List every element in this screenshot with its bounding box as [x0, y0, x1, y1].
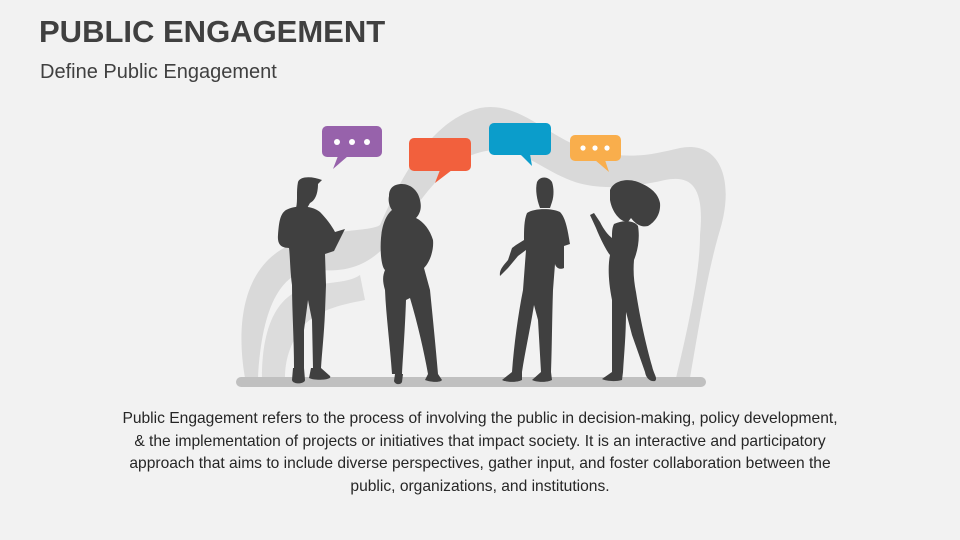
person-man-with-tablet: [277, 177, 345, 384]
dot-icon: [349, 139, 355, 145]
speech-bubble-orange: [409, 138, 471, 183]
person-woman-with-hood: [380, 184, 442, 385]
description-paragraph: Public Engagement refers to the process …: [122, 410, 838, 495]
slide-title: PUBLIC ENGAGEMENT: [39, 14, 386, 49]
speech-bubble-purple: [322, 126, 382, 169]
dot-icon: [364, 139, 370, 145]
background-wave: [241, 106, 726, 379]
dot-icon: [334, 139, 340, 145]
dot-icon: [592, 145, 598, 151]
slide-subtitle: Define Public Engagement: [40, 61, 277, 83]
speech-bubble-blue: [489, 123, 551, 166]
speech-bubble-yellow: [570, 135, 621, 172]
person-man-gesturing: [499, 177, 570, 382]
ground-bar: [236, 377, 706, 387]
dot-icon: [604, 145, 610, 151]
dot-icon: [580, 145, 586, 151]
person-woman-talking: [590, 180, 661, 382]
